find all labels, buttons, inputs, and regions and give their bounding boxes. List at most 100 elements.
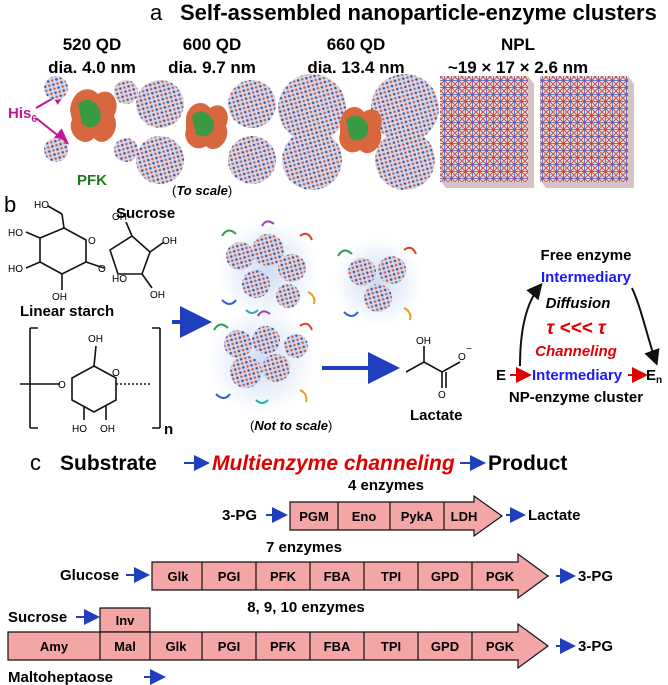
- sucrose-label: Sucrose: [116, 205, 175, 222]
- header-product: Product: [488, 452, 567, 475]
- panel-a-letter: a: [150, 0, 163, 25]
- panel-b: b HO HO HO OH O O OH OH OH HO Suc: [4, 192, 662, 438]
- lactate-oh: OH: [416, 336, 431, 347]
- row3-enzyme-arrow-shape: [7, 622, 550, 670]
- lactate-minus: −: [466, 344, 472, 355]
- row3-enzymes: Amy Mal Glk PGI PFK FBA TPI GPD PGK: [40, 632, 515, 660]
- row3-enzyme-4: PGI: [218, 639, 240, 654]
- row3-count-label: 8, 9, 10 enzymes: [247, 599, 365, 616]
- particle-520-dia: dia. 4.0 nm: [48, 58, 136, 77]
- row2-input: Glucose: [60, 567, 119, 584]
- row3-enzyme-top: Inv: [116, 613, 136, 628]
- oh-2: HO: [8, 228, 23, 239]
- o-glyco: O: [98, 264, 106, 275]
- row3-input-bottom: Maltoheptaose: [8, 669, 113, 685]
- row3-enzyme-1: Amy: [40, 639, 69, 654]
- starch-ho: HO: [72, 424, 87, 435]
- row3-enzyme-2: Mal: [114, 639, 136, 654]
- free-enzyme-label: Free enzyme: [541, 247, 632, 264]
- row3-enzyme-6: FBA: [324, 639, 351, 654]
- lactate-label: Lactate: [410, 407, 463, 424]
- particle-npl-dia: ~19 × 17 × 2.6 nm: [448, 58, 588, 77]
- channeling-label: Channeling: [535, 343, 617, 360]
- cluster-520: PFK: [44, 76, 138, 189]
- channeling-schematic: Free enzyme Intermediary Diffusion τ <<<…: [496, 247, 662, 406]
- np-enzyme-cluster-label: NP-enzyme cluster: [509, 389, 643, 406]
- row2-enzyme-arrow-shape: [151, 552, 550, 600]
- row3-enzyme-9: PGK: [486, 639, 515, 654]
- row1-enzyme-1: PGM: [299, 509, 329, 524]
- row1-enzyme-4: LDH: [451, 509, 478, 524]
- row1-output: Lactate: [528, 507, 581, 524]
- row3-output: 3-PG: [578, 638, 613, 655]
- row3-enzyme-7: TPI: [381, 639, 401, 654]
- particle-npl-name: NPL: [501, 35, 535, 54]
- starch-oh: OH: [100, 424, 115, 435]
- row1-count-label: 4 enzymes: [348, 477, 424, 494]
- e-label: E: [496, 367, 506, 384]
- panel-b-letter: b: [4, 192, 16, 217]
- row3-enzyme-3: Glk: [166, 639, 188, 654]
- oh-5: OH: [112, 212, 127, 223]
- not-to-scale-label: (Not to scale): [250, 418, 332, 433]
- starch-oh-top: OH: [88, 334, 103, 345]
- diffusion-curve: [519, 282, 543, 367]
- starch-o: O: [58, 380, 66, 391]
- panel-a-title: Self-assembled nanoparticle-enzyme clust…: [180, 0, 657, 25]
- row1-enzyme-2: Eno: [352, 509, 377, 524]
- row2-enzymes: Glk PGI PFK FBA TPI GPD PGK: [168, 562, 515, 590]
- intermediary-bottom-label: Intermediary: [532, 367, 623, 384]
- tau-relation-label: τ <<< τ: [546, 318, 607, 339]
- particle-520-name: 520 QD: [63, 35, 122, 54]
- sucrose-structure-icon: [25, 205, 165, 290]
- panel-a: a Self-assembled nanoparticle-enzyme clu…: [8, 0, 657, 198]
- header-multienzyme: Multienzyme channeling: [212, 452, 455, 475]
- cluster-600: (To scale): [136, 80, 276, 198]
- np-enzyme-cluster-images: [208, 220, 422, 414]
- intermediary-top-label: Intermediary: [541, 269, 632, 286]
- cluster-660: [278, 74, 439, 190]
- diffusion-label: Diffusion: [546, 295, 611, 312]
- particle-660-dia: dia. 13.4 nm: [307, 58, 404, 77]
- oh-1: HO: [34, 200, 49, 211]
- cluster-npl: [440, 76, 634, 188]
- lactate-o: O: [438, 390, 446, 401]
- header-substrate: Substrate: [60, 452, 157, 475]
- o-ring: O: [88, 236, 96, 247]
- row2-enzyme-7: PGK: [486, 569, 515, 584]
- row2-enzyme-4: FBA: [324, 569, 351, 584]
- en-label: En: [646, 367, 662, 386]
- linear-starch-label: Linear starch: [20, 303, 114, 320]
- row2-count-label: 7 enzymes: [266, 539, 342, 556]
- lactate-o-minus: O: [458, 352, 466, 363]
- row2-enzyme-1: Glk: [168, 569, 190, 584]
- particle-600-name: 600 QD: [183, 35, 242, 54]
- row1-enzymes: PGM Eno PykA LDH: [299, 502, 477, 530]
- panel-c-letter: c: [30, 450, 41, 475]
- starch-o-ring: O: [112, 368, 120, 379]
- oh-3: HO: [8, 264, 23, 275]
- row2-enzyme-2: PGI: [218, 569, 240, 584]
- particle-660-name: 660 QD: [327, 35, 386, 54]
- row1-enzyme-3: PykA: [401, 509, 434, 524]
- lactate-structure-icon: [405, 346, 461, 388]
- oh-4: OH: [52, 292, 67, 303]
- oh-8: HO: [112, 274, 127, 285]
- row2-enzyme-5: TPI: [381, 569, 401, 584]
- starch-structure-icon: [20, 327, 161, 429]
- diffusion-curve-down: [631, 287, 660, 366]
- row2-enzyme-3: PFK: [270, 569, 297, 584]
- his-arrow-lower: [35, 117, 70, 145]
- row3-enzyme-5: PFK: [270, 639, 297, 654]
- panel-c: c Substrate Multienzyme channeling Produ…: [7, 450, 613, 685]
- oh-6: OH: [162, 236, 177, 247]
- particle-600-dia: dia. 9.7 nm: [168, 58, 256, 77]
- to-scale-label: (To scale): [172, 183, 232, 198]
- row3-enzyme-8: GPD: [431, 639, 459, 654]
- row2-enzyme-6: GPD: [431, 569, 459, 584]
- his-label: His6: [8, 105, 37, 125]
- row1-enzyme-arrow-shape: [289, 494, 504, 538]
- row1-input: 3-PG: [222, 507, 257, 524]
- pfk-label: PFK: [77, 172, 107, 189]
